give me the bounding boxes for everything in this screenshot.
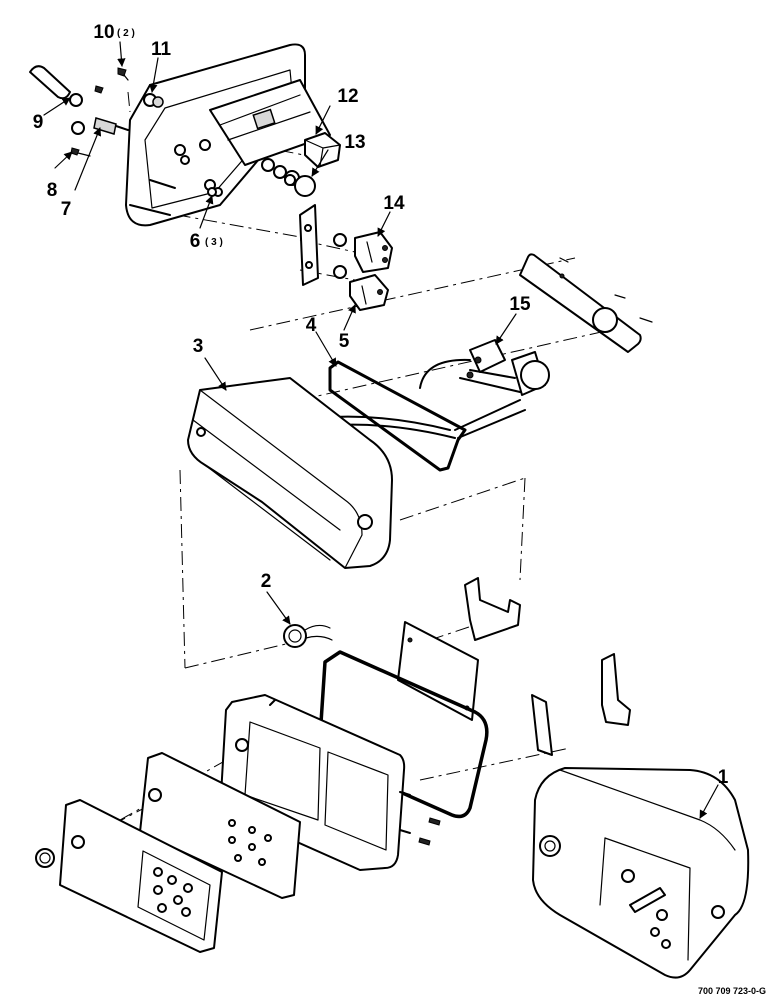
callout-2: 2 xyxy=(261,571,272,592)
toggle-switch-part-7 xyxy=(69,93,129,135)
bezel-screws xyxy=(418,817,441,846)
knob-part-13 xyxy=(284,174,316,197)
wire-harness-part-15 xyxy=(419,339,550,396)
callout-labels: 1 2 3 4 5 6 ( 3 ) 7 8 9 10 ( 2 ) 11 12 1… xyxy=(33,22,729,788)
nut-part-11 xyxy=(143,93,164,108)
callout-1: 1 xyxy=(718,767,729,788)
switch-mount-bracket xyxy=(299,204,319,286)
nut-part-6 xyxy=(207,187,217,197)
rear-cover-plate xyxy=(519,253,653,353)
callout-10: 10 xyxy=(93,22,114,43)
bottom-knob xyxy=(35,848,55,868)
relay-part-12 xyxy=(304,132,341,168)
callout-6-qty: ( 3 ) xyxy=(205,237,223,248)
callout-3: 3 xyxy=(193,336,204,357)
strip-plate xyxy=(531,694,553,756)
callout-15: 15 xyxy=(509,294,531,315)
callout-4: 4 xyxy=(306,315,317,336)
callout-12: 12 xyxy=(337,86,358,107)
callout-leaders xyxy=(43,41,719,819)
enclosure-part-3 xyxy=(187,377,393,569)
callout-8: 8 xyxy=(47,180,58,201)
upper-bracket xyxy=(464,577,521,641)
front-panel-assembly xyxy=(125,43,331,227)
callout-9: 9 xyxy=(33,112,44,133)
right-bracket xyxy=(601,653,631,726)
callout-7: 7 xyxy=(61,199,72,220)
callout-11: 11 xyxy=(151,39,172,60)
screw-part-10 xyxy=(94,67,129,94)
membrane-holes xyxy=(228,819,272,866)
callout-6: 6 xyxy=(190,231,201,252)
figure-number: 700 709 723-0-G xyxy=(698,986,766,996)
callout-13: 13 xyxy=(344,132,365,153)
callout-5: 5 xyxy=(339,331,350,352)
front-label-overlay xyxy=(59,799,223,953)
rear-housing-part-1 xyxy=(532,767,750,979)
circuit-board-plate xyxy=(397,621,479,721)
buzzer-part-2 xyxy=(283,624,333,648)
callout-10-qty: ( 2 ) xyxy=(117,28,135,39)
screw-part-8 xyxy=(70,147,91,157)
callout-14: 14 xyxy=(383,193,405,214)
rod-part-9 xyxy=(29,65,71,100)
switch-part-5 xyxy=(333,265,389,311)
